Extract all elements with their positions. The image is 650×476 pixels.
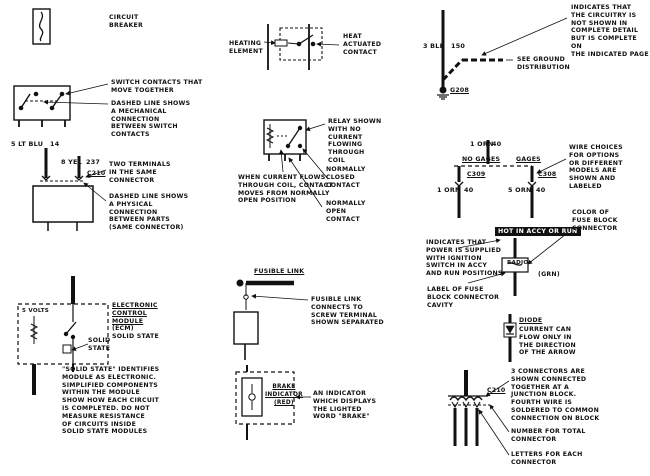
physical-dash-leader [83, 182, 107, 202]
circuit-breaker-label: CIRCUIT BREAKER [109, 14, 144, 29]
wire-choices-symbol [454, 140, 537, 218]
connector-c308-label: C308 [538, 171, 557, 178]
wire-choices-label: WIRE CHOICES FOR OPTIONS OR DIFFERENT MO… [569, 144, 623, 190]
heat-actuated-contact-symbol [267, 24, 323, 70]
normally-open-leader [288, 157, 323, 208]
power-supplied-leader [457, 238, 501, 249]
connector-c210-label: C210 [87, 170, 106, 177]
switch-contacts-symbol [13, 85, 71, 127]
wire-1orn-top-label: 1 ORN [470, 140, 494, 148]
dashed-mechanical-label: DASHED LINE SHOWS A MECHANICAL CONNECTIO… [111, 100, 191, 139]
indicator-note: AN INDICATOR WHICH DISPLAYS THE LIGHTED … [313, 390, 377, 421]
wire-150-label: 150 [451, 42, 466, 50]
circuit-breaker-symbol [32, 8, 51, 45]
letters-leader [478, 409, 510, 456]
fuse-cavity-leader [467, 271, 506, 284]
power-supplied-label: INDICATES THAT POWER IS SUPPLIED WITH IG… [426, 239, 503, 278]
fusible-link-symbol [233, 279, 294, 360]
dashed-physical-label: DASHED LINE SHOWS A PHYSICAL CONNECTION … [109, 193, 189, 232]
switch-contacts-label: SWITCH CONTACTS THAT MOVE TOGETHER [111, 79, 203, 94]
fuse-radio-symbol [501, 238, 529, 296]
relay-shown-label: RELAY SHOWN WITH NO CURRENT FLOWING THRO… [328, 118, 382, 164]
fusible-link-title: FUSIBLE LINK [254, 268, 305, 275]
diode-symbol [503, 314, 517, 362]
junction-c210-label: C210 [487, 387, 506, 394]
diode-title: DIODE [519, 317, 543, 324]
wire-40-right-label: 40 [536, 186, 546, 194]
switch-contacts-leader [65, 83, 109, 96]
gages-label: GAGES [516, 156, 541, 163]
wire-237-label: 237 [86, 158, 101, 166]
current-flow-leader [278, 149, 284, 173]
fuse-color-label: COLOR OF FUSE BLOCK CONNECTOR [572, 209, 618, 232]
fusible-link-leader [251, 293, 309, 301]
heat-actuated-contact-label: HEAT ACTUATED CONTACT [343, 33, 382, 56]
normally-closed-leader [302, 148, 329, 180]
wire-5orn-label: 5 ORN [508, 186, 532, 194]
ecm-title-label: ELECTRONIC CONTROL MODULE [112, 302, 158, 325]
normally-open-label: NORMALLY OPEN CONTACT [326, 200, 366, 223]
three-connectors-note: 3 CONNECTORS ARE SHOWN CONNECTED TOGETHE… [511, 368, 600, 422]
when-current-label: WHEN CURRENT FLOWS THROUGH COIL, CONTACT… [238, 174, 333, 205]
no-gages-label: NO GAGES [462, 156, 501, 163]
wire-1orn-left-label: 1 ORN [437, 186, 461, 194]
fusible-connects-label: FUSIBLE LINK CONNECTS TO SCREW TERMINAL … [311, 296, 384, 327]
see-ground-label: SEE GROUND DISTRIBUTION [517, 56, 570, 71]
total-connector-leader [489, 404, 510, 433]
heating-element-label: HEATING ELEMENT [229, 40, 263, 55]
ground-g208-symbol [437, 86, 449, 100]
letters-connector-label: LETTERS FOR EACH CONNECTOR [511, 451, 583, 466]
five-volts-label: 5 VOLTS [22, 308, 50, 314]
junction-block-symbol [448, 370, 490, 446]
solid-state-label: SOLID STATE [88, 337, 111, 352]
normally-closed-label: NORMALLY CLOSED CONTACT [326, 166, 366, 189]
mechanical-dash-leader [43, 99, 109, 105]
two-terminals-label: TWO TERMINALS IN THE SAME CONNECTOR [109, 161, 171, 184]
ground-g208-label: G208 [450, 87, 469, 94]
brake-indicator-symbol [235, 365, 295, 440]
grn-label: (GRN) [538, 271, 560, 278]
incomplete-circuit-symbol [441, 10, 568, 88]
diode-description: CURRENT CAN FLOW ONLY IN THE DIRECTION O… [519, 326, 576, 357]
relay-leader [305, 123, 326, 132]
brake-indicator-box-label: BRAKE INDICATOR (RED) [265, 384, 303, 406]
wire-40-top-label: 40 [492, 140, 502, 148]
solid-state-note: "SOLID STATE" IDENTIFIES MODULE AS ELECT… [62, 366, 160, 436]
two-terminals-leader [85, 169, 107, 178]
ecm-module-symbol [17, 276, 109, 395]
fuse-color-leader [527, 233, 567, 265]
relay-symbol [263, 119, 307, 161]
radio-label: RADIO [507, 260, 529, 266]
heat-contact-leader [316, 41, 340, 47]
not-shown-note: INDICATES THAT THE CIRCUITRY IS NOT SHOW… [571, 4, 649, 58]
ecm-sub-label: (ECM) SOLID STATE [112, 325, 159, 340]
wire-3blk-label: 3 BLK [423, 42, 445, 50]
hot-in-accy-banner: HOT IN ACCY OR RUN [495, 227, 581, 236]
wire-40-left-label: 40 [464, 186, 474, 194]
solid-state-leader [71, 343, 89, 351]
connector-two-terminals-symbol [32, 148, 94, 231]
wire-5ltblu-label: 5 LT BLU [11, 140, 44, 148]
fuse-cavity-label: LABEL OF FUSE BLOCK CONNECTOR CAVITY [427, 286, 500, 309]
total-connector-label: NUMBER FOR TOTAL CONNECTOR [511, 428, 586, 443]
connector-c309-label: C309 [467, 171, 486, 178]
heating-element-leader [263, 40, 276, 46]
wire-8yel-label: 8 YEL [61, 158, 82, 166]
wire-14-label: 14 [50, 140, 60, 148]
wire-choices-leader [536, 158, 567, 174]
junction-leader [485, 380, 510, 397]
